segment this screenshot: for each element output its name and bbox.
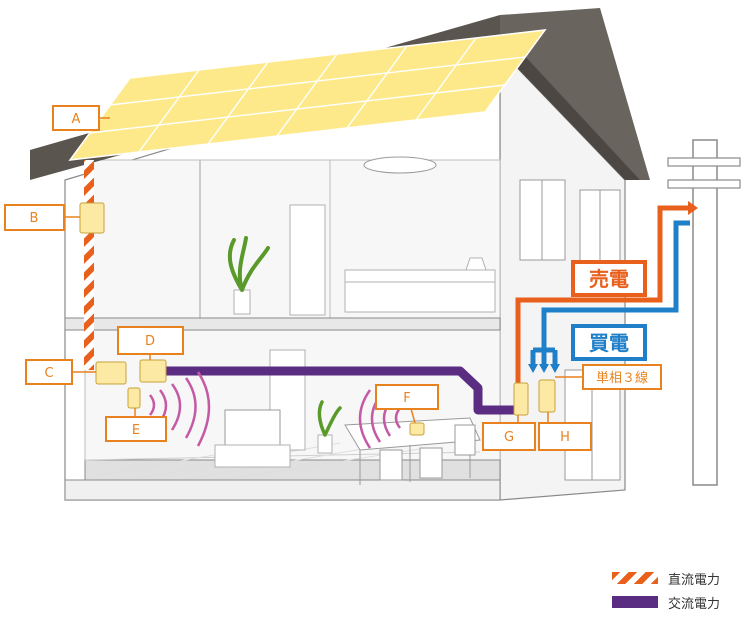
callout-g: G: [482, 422, 536, 451]
sell-power-tag: 売電: [571, 260, 647, 297]
callout-d: D: [117, 326, 184, 355]
single-phase-three-wire-label: 単相３線: [582, 364, 662, 390]
ac-swatch: [612, 596, 658, 608]
svg-text:H: H: [560, 430, 570, 445]
callout-b: B: [4, 204, 65, 231]
buy-arrow: [528, 220, 690, 373]
callout-a: A: [52, 105, 100, 131]
callout-h: H: [538, 422, 592, 451]
svg-text:単相３線: 単相３線: [596, 370, 648, 386]
svg-text:売電: 売電: [589, 267, 629, 291]
sell-arrow: [515, 201, 698, 384]
legend-ac-label: 交流電力: [668, 597, 721, 612]
svg-text:F: F: [403, 391, 410, 406]
legend-dc-label: 直流電力: [668, 573, 721, 588]
ac-power-line: [165, 366, 514, 415]
callout-c: C: [25, 359, 73, 385]
svg-text:B: B: [30, 211, 39, 226]
svg-text:A: A: [72, 112, 81, 127]
svg-text:G: G: [504, 430, 514, 445]
callout-e: E: [105, 416, 167, 442]
legend-ac: 交流電力: [612, 592, 748, 612]
equipment: [79, 202, 556, 436]
callout-f: F: [375, 384, 439, 410]
svg-text:D: D: [145, 334, 155, 349]
svg-text:E: E: [132, 423, 140, 438]
svg-text:C: C: [44, 366, 53, 381]
dc-power-line: [84, 160, 94, 370]
buy-power-tag: 買電: [571, 324, 647, 361]
svg-text:買電: 買電: [589, 331, 629, 355]
legend-dc: 直流電力: [612, 568, 748, 588]
dc-swatch: [612, 572, 658, 584]
solar-panel-array: [68, 29, 547, 161]
utility-pole: [667, 139, 741, 486]
